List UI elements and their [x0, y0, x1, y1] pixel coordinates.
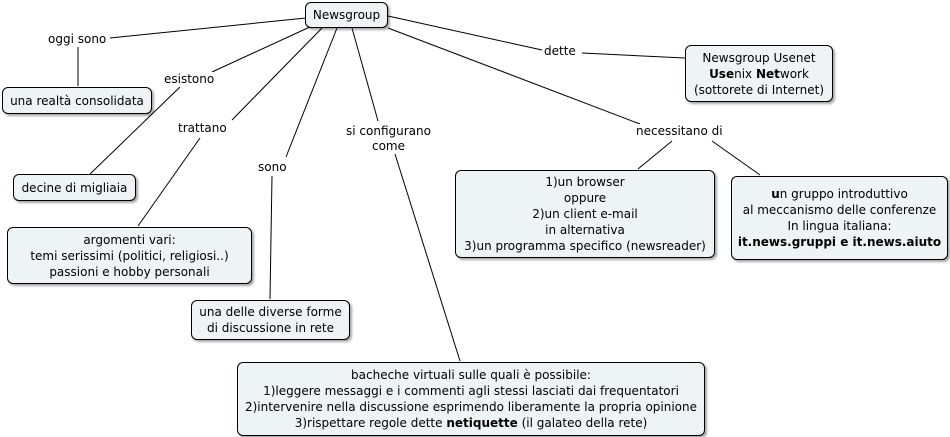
gruppo-u-bold: u: [771, 187, 780, 201]
link-label-dette: dette: [542, 44, 578, 59]
gruppo-line4: it.news.gruppi e it.news.aiuto: [738, 234, 941, 250]
gruppo-line2: al meccanismo delle conferenze: [742, 203, 937, 217]
bacheche-line1: bacheche virtuali sulle quali è possibil…: [351, 368, 591, 382]
bacheche-line4-pre: 3)rispettare regole dette: [294, 416, 447, 430]
browser-line3: 2)un client e-mail: [532, 207, 638, 221]
concept-argomenti-vari[interactable]: argomenti vari: temi serissimi (politici…: [7, 227, 252, 284]
usenet-line1: Newsgroup Usenet: [702, 50, 816, 65]
link-label-sono: sono: [256, 160, 289, 175]
concept-forme-discussione[interactable]: una delle diverse forme di discussione i…: [191, 300, 350, 340]
argomenti-line2: temi serissimi (politici, religiosi..): [30, 248, 229, 263]
argomenti-line3: passioni e hobby personali: [49, 264, 210, 279]
usenet-use-rest: nix: [734, 66, 756, 81]
usenet-line3: (sottorete di Internet): [693, 82, 825, 97]
usenet-net-bold: Net: [755, 66, 780, 81]
gruppo-line1-rest: n gruppo introduttivo: [779, 187, 908, 201]
gruppo-line4-bold: it.news.gruppi e it.news.aiuto: [737, 235, 942, 249]
argomenti-line1: argomenti vari:: [83, 232, 176, 247]
link-label-necessitano: necessitano di: [634, 124, 725, 139]
forme-line1: una delle diverse forme: [199, 305, 342, 319]
bacheche-line4-post: (il galateo della rete): [517, 416, 648, 430]
concept-bacheche-virtuali[interactable]: bacheche virtuali sulle quali è possibil…: [237, 362, 705, 436]
link-label-si-configurano-line2: come: [371, 139, 405, 153]
concept-decine-label: decine di migliaia: [21, 180, 128, 195]
concept-gruppo-introduttivo[interactable]: un gruppo introduttivo al meccanismo del…: [731, 176, 948, 260]
bacheche-line3: 2)intervenire nella discussione esprimen…: [244, 400, 698, 414]
concept-realta-consolidata[interactable]: una realtà consolidata: [2, 87, 152, 114]
browser-line1: 1)un browser: [545, 175, 625, 189]
concept-browser-options[interactable]: 1)un browser oppure 2)un client e-mail i…: [455, 170, 715, 258]
forme-line2: di discussione in rete: [206, 321, 335, 335]
gruppo-line1: un gruppo introduttivo: [771, 186, 908, 202]
root-node-newsgroup[interactable]: Newsgroup: [305, 2, 388, 28]
browser-line5: 3)un programma specifico (newsreader): [464, 239, 706, 253]
link-label-trattano: trattano: [176, 121, 229, 136]
link-label-si-configurano-line1: si configurano: [346, 124, 431, 138]
concept-decine-di-migliaia[interactable]: decine di migliaia: [13, 174, 136, 201]
usenet-net-rest: work: [779, 66, 809, 81]
link-label-si-configurano: si configurano come: [344, 124, 433, 154]
link-label-esistono: esistono: [162, 72, 217, 87]
bacheche-line4: 3)rispettare regole dette netiquette (il…: [295, 415, 648, 431]
link-label-oggi-sono: oggi sono: [46, 32, 109, 47]
usenet-line2: Usenix Network: [709, 66, 809, 82]
bacheche-line4-bold: netiquette: [446, 416, 518, 430]
concept-newsgroup-usenet[interactable]: Newsgroup Usenet Usenix Network (sottore…: [685, 45, 833, 102]
root-label: Newsgroup: [312, 8, 381, 22]
concept-realta-label: una realtà consolidata: [10, 93, 144, 108]
bacheche-line2: 1)leggere messaggi e i commenti agli ste…: [263, 384, 679, 398]
gruppo-line3: In lingua italiana:: [787, 219, 892, 233]
browser-line4: in alternativa: [545, 223, 625, 237]
browser-line2: oppure: [563, 191, 607, 205]
usenet-use-bold: Use: [709, 66, 735, 81]
